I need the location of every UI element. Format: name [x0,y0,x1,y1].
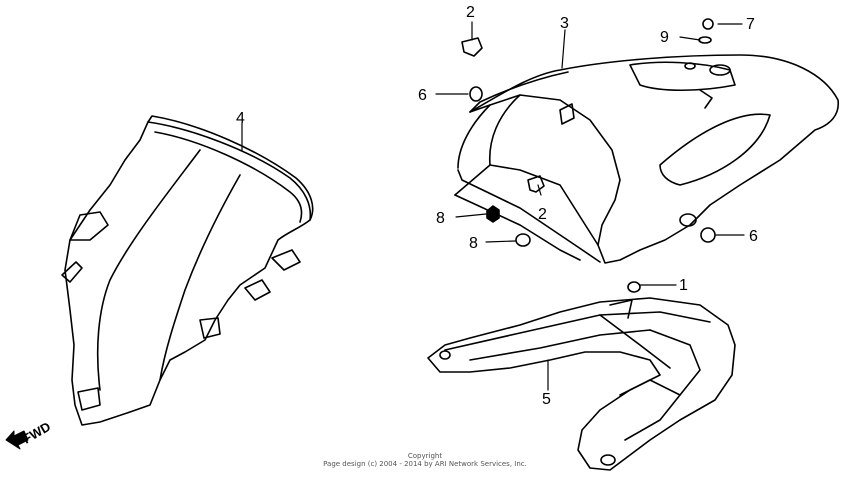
callout-2-top: 2 [466,4,475,21]
part-6-grommet-left [469,86,483,102]
fwd-label: FWD [20,419,53,447]
copyright-line-2: Page design (c) 2004 - 2014 by ARI Netwo… [323,460,527,468]
part-2-clip-top [461,37,483,57]
part-4-inner-fender [61,115,314,426]
callout-2-lower: 2 [538,206,547,223]
part-1-collar [627,281,641,293]
part-5-fender-stay [427,297,736,471]
part-6-grommet-right [700,227,716,243]
fwd-arrow-icon [5,430,29,450]
part-8-nut-upper [486,205,500,223]
callout-7: 7 [746,16,755,33]
callout-9: 9 [660,29,669,46]
leader-lines [241,21,745,391]
part-3-rear-fender [454,54,840,264]
part-2-clip-lower [527,175,545,193]
part-9-washer [698,36,712,44]
callout-8-lower: 8 [469,235,478,252]
callout-8-upper: 8 [436,210,445,227]
part-8-collar-lower [515,233,531,247]
callout-3: 3 [560,15,569,32]
callout-1: 1 [679,277,688,294]
callout-6-left: 6 [418,87,427,104]
copyright-line-1: Copyright [407,452,443,460]
callout-4: 4 [236,110,245,127]
callout-5: 5 [542,391,551,408]
part-7-nut [702,18,714,30]
callout-6-right: 6 [749,228,758,245]
